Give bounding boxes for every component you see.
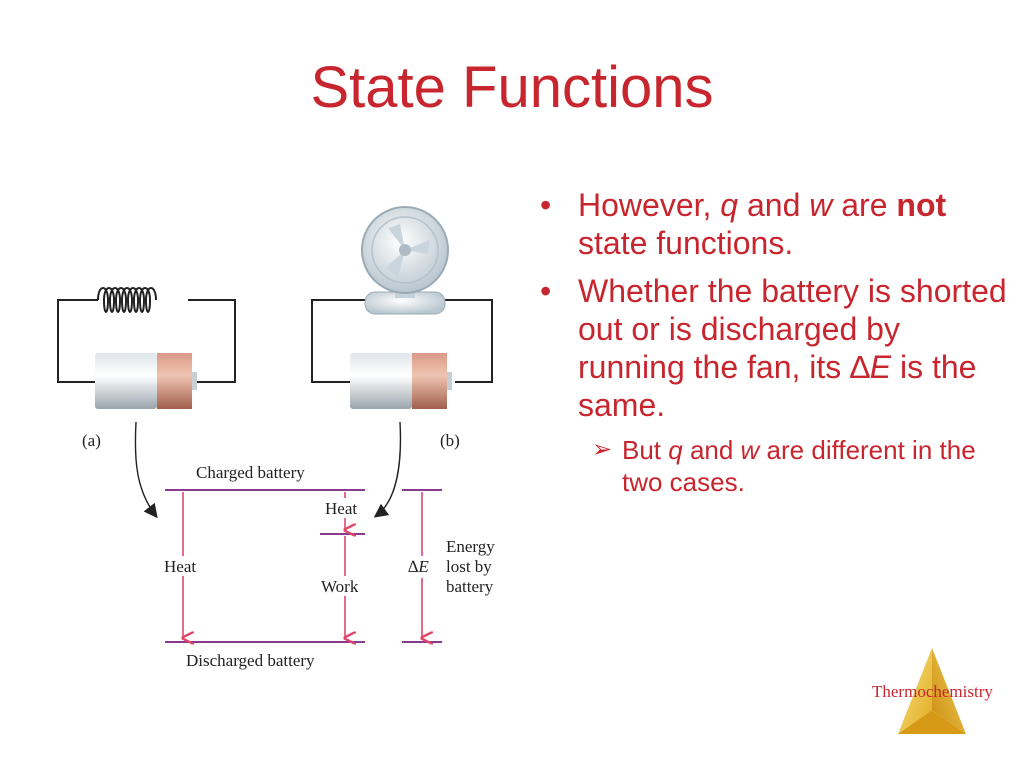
- footer-label: Thermochemistry: [872, 682, 993, 701]
- battery-a-icon: [95, 353, 157, 409]
- sub-bullet-item: ➢ But q and w are different in the two c…: [540, 434, 1010, 498]
- energy-lost-line3: battery: [446, 577, 494, 596]
- bullet-text: Whether the battery is shorted out or is…: [578, 273, 1007, 385]
- bullet-text: But: [622, 435, 669, 465]
- bullet-dot-icon: •: [540, 187, 552, 223]
- variable-w: w: [809, 187, 833, 223]
- slide-title: State Functions: [310, 55, 714, 120]
- coil-icon: [97, 287, 157, 313]
- delta-symbol: ∆: [850, 349, 870, 385]
- variable-q: q: [720, 187, 739, 223]
- variable-e: E: [869, 349, 892, 385]
- discharged-battery-label: Discharged battery: [186, 651, 315, 670]
- bullet-text: are: [832, 187, 897, 223]
- bullet-text: and: [682, 435, 741, 465]
- variable-q: q: [668, 435, 683, 465]
- bullet-text: and: [738, 187, 810, 223]
- bullet-text: state functions.: [578, 225, 794, 261]
- charged-battery-label: Charged battery: [196, 463, 305, 482]
- triangle-logo-icon: [898, 648, 966, 734]
- bullet-text: is the same.: [578, 349, 977, 423]
- label-a: (a): [82, 431, 101, 450]
- variable-w: w: [740, 435, 760, 465]
- label-b: (b): [440, 431, 460, 450]
- circuit-b: [311, 206, 493, 409]
- bullet-text: are different in the two cases.: [622, 435, 976, 497]
- work-label: Work: [321, 577, 359, 596]
- bold-text: not: [896, 187, 947, 223]
- delta-e-label: ∆E: [408, 557, 429, 576]
- fan-icon: [361, 206, 449, 315]
- bullet-item: • Whether the battery is shorted out or …: [540, 272, 1010, 424]
- battery-diagram: (a) (b) Charged battery Discharged batte…: [57, 206, 495, 670]
- bullet-dot-icon: •: [540, 273, 552, 309]
- heat-label-left: Heat: [164, 557, 196, 576]
- circuit-a: [57, 287, 236, 409]
- arrow-bullet-icon: ➢: [592, 436, 613, 463]
- heat-label-right: Heat: [325, 499, 357, 518]
- energy-lost-line2: lost by: [446, 557, 492, 576]
- bullet-text: However,: [578, 187, 721, 223]
- bullet-item: • However, q and w are not state functio…: [540, 186, 1010, 262]
- energy-lost-line1: Energy: [446, 537, 495, 556]
- battery-b-icon: [350, 353, 412, 409]
- bullet-list: • However, q and w are not state functio…: [540, 186, 1010, 498]
